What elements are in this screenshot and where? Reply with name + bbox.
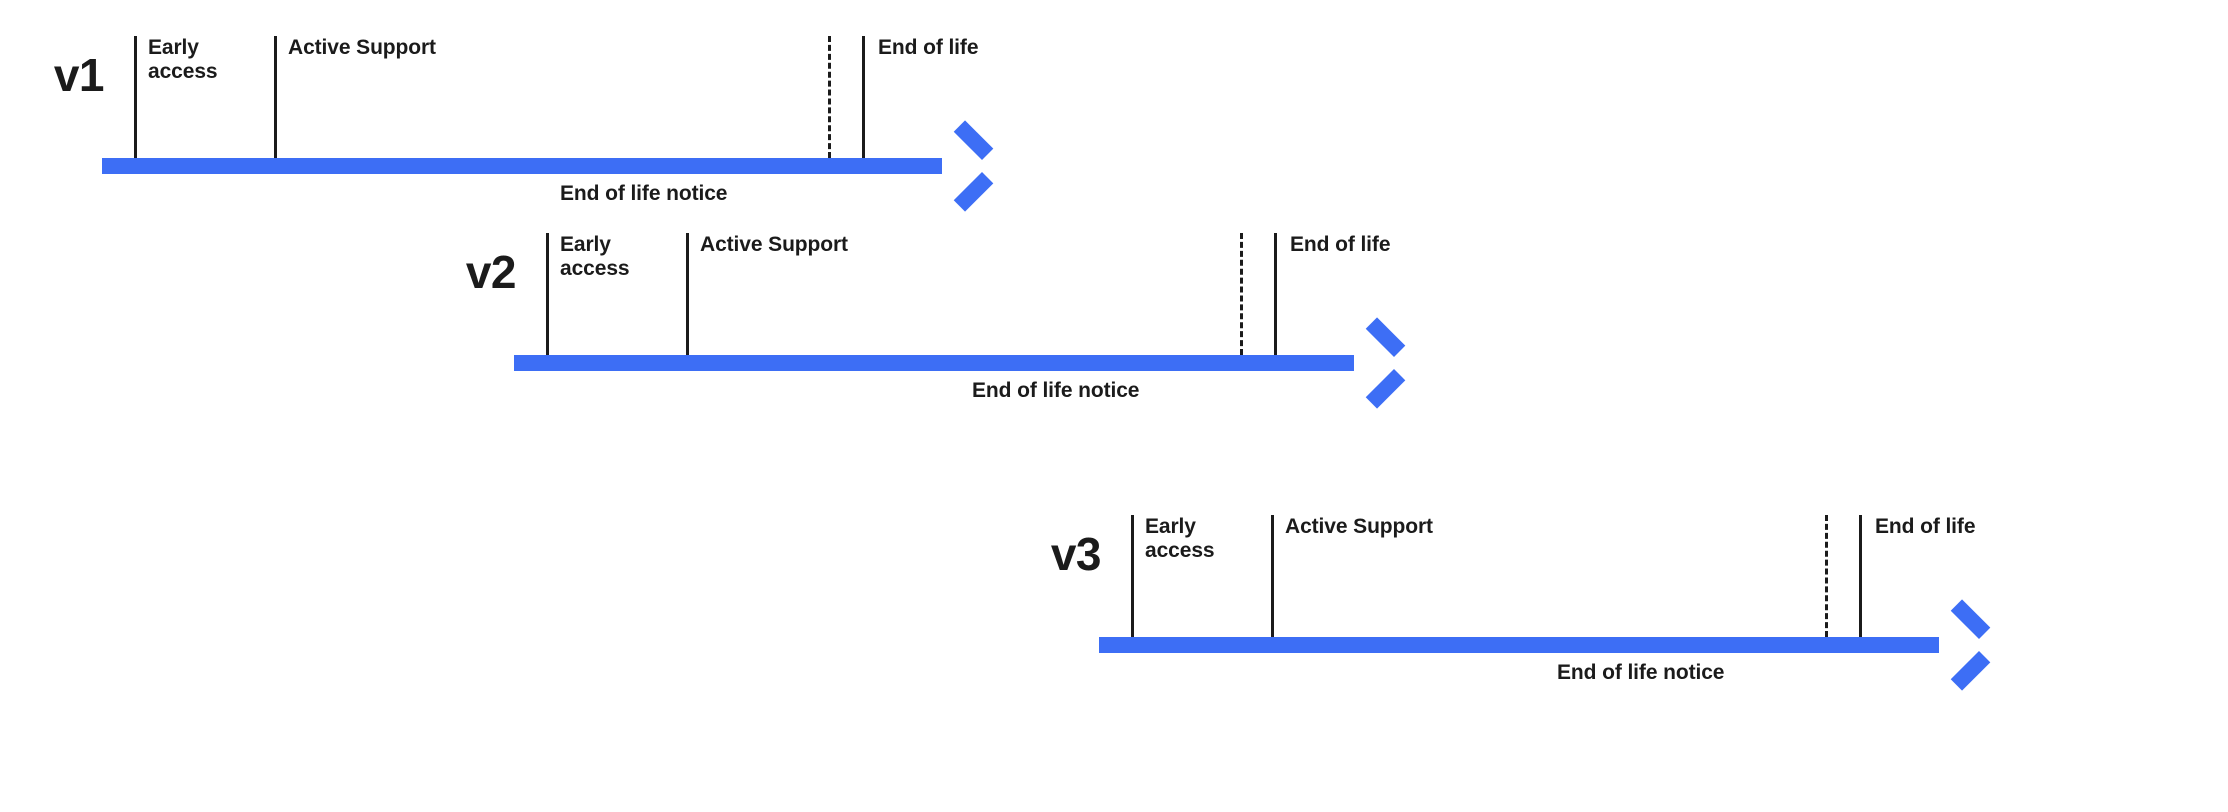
phase-label-early-access-v3: Early access [1145, 515, 1215, 563]
phase-label-early-access-v1: Early access [148, 36, 218, 84]
lifecycle-arrow-head-v2 [1354, 317, 1406, 409]
divider-eol-notice-v2 [1240, 233, 1243, 355]
phase-label-end-of-life-v2: End of life [1290, 233, 1391, 256]
phase-label-end-of-life-v3: End of life [1875, 515, 1976, 538]
divider-eol-notice-v1 [828, 36, 831, 158]
divider-end-of-life-start-v3 [1859, 515, 1862, 637]
lifecycle-arrow-shaft-v3 [1099, 637, 1939, 653]
phase-label-active-support-v3: Active Support [1285, 515, 1433, 538]
lifecycle-arrow-shaft-v2 [514, 355, 1354, 371]
version-label-v3: v3 [1050, 528, 1102, 580]
divider-early-access-start-v2 [546, 233, 549, 355]
phase-label-early-access-v2: Early access [560, 233, 630, 281]
lifecycle-arrow-head-v3 [1939, 599, 1991, 691]
lifecycle-arrow-shaft-v1 [102, 158, 942, 174]
end-of-life-notice-label-v1: End of life notice [560, 182, 728, 205]
divider-end-of-life-start-v2 [1274, 233, 1277, 355]
version-label-v1: v1 [53, 49, 105, 101]
phase-label-active-support-v2: Active Support [700, 233, 848, 256]
divider-early-access-start-v3 [1131, 515, 1134, 637]
lifecycle-arrow-head-v1 [942, 120, 994, 212]
phase-label-active-support-v1: Active Support [288, 36, 436, 59]
divider-early-access-start-v1 [134, 36, 137, 158]
divider-end-of-life-start-v1 [862, 36, 865, 158]
version-label-v2: v2 [465, 246, 517, 298]
timeline-row-v1: v1 Early access Active Support End of li… [20, 14, 1030, 234]
divider-active-support-start-v1 [274, 36, 277, 158]
divider-active-support-start-v3 [1271, 515, 1274, 637]
timeline-row-v2: v2 Early access Active Support End of li… [432, 211, 1442, 431]
phase-label-end-of-life-v1: End of life [878, 36, 979, 59]
end-of-life-notice-label-v3: End of life notice [1557, 661, 1725, 684]
divider-active-support-start-v2 [686, 233, 689, 355]
divider-eol-notice-v3 [1825, 515, 1828, 637]
end-of-life-notice-label-v2: End of life notice [972, 379, 1140, 402]
timeline-row-v3: v3 Early access Active Support End of li… [1017, 493, 2027, 713]
